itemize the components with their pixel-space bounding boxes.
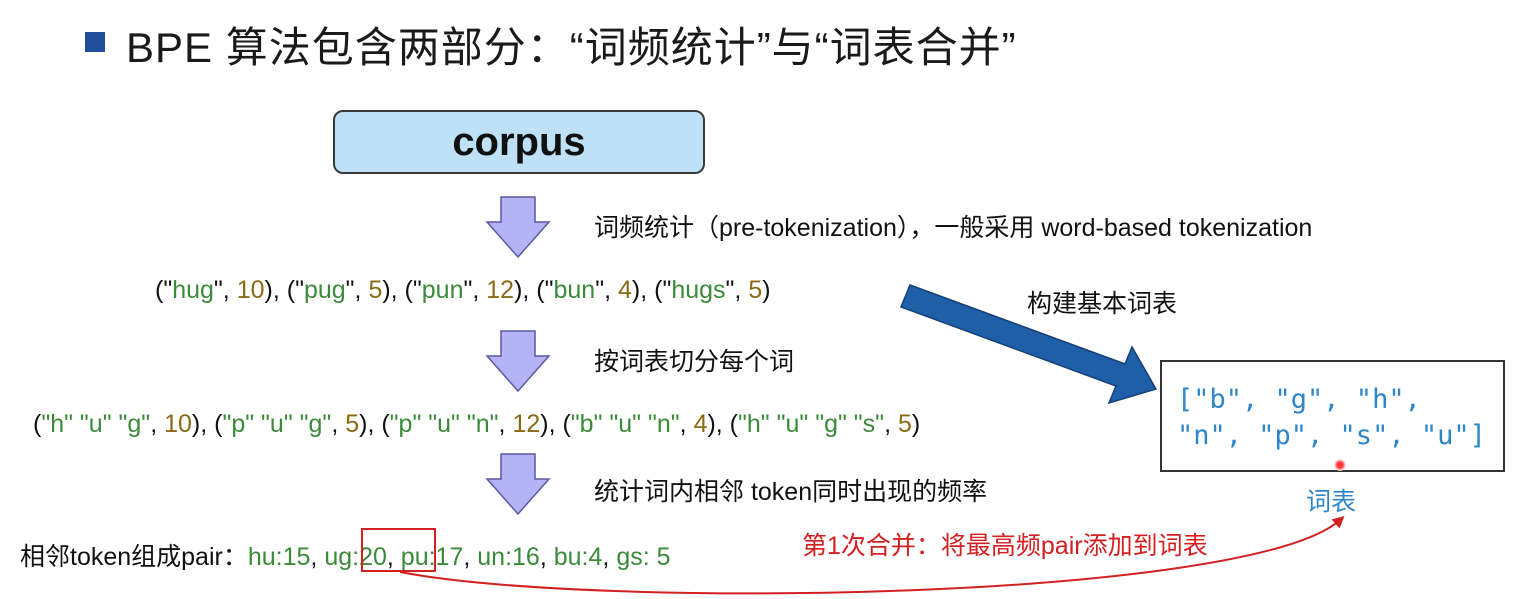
- word-freq-item: "pug", 5: [295, 276, 383, 304]
- pair-item: un:16: [477, 543, 540, 571]
- pointer-dot: [1334, 459, 1346, 471]
- split-count: 12: [512, 410, 541, 438]
- vocab-caption: 词表: [1306, 488, 1357, 516]
- split-tokens: "p" "u" "g": [222, 410, 332, 438]
- pair-item: hu:15: [247, 543, 311, 571]
- down-arrow-2: [485, 330, 551, 393]
- down-arrow-1: [485, 196, 551, 259]
- split-count: 5: [897, 410, 912, 438]
- corpus-label: corpus: [452, 119, 586, 164]
- title-bullet: [85, 32, 105, 52]
- down-arrow-3: [485, 453, 551, 516]
- step-count: 统计词内相邻 token同时出现的频率: [594, 478, 988, 506]
- max-pair-highlight: [361, 528, 436, 572]
- pairs-label: 相邻token组成pair：: [20, 543, 248, 571]
- word-freq-item: "hug", 10: [163, 276, 265, 304]
- vocab-line-1: ["b", "g", "h",: [1177, 384, 1421, 415]
- build-vocab-label: 构建基本词表: [1027, 290, 1178, 318]
- step-split: 按词表切分每个词: [594, 348, 795, 376]
- split-tokens: "h" "u" "g" "s": [738, 410, 885, 438]
- word-freq-item: "bun", 4: [544, 276, 632, 304]
- pair-item: pu:17: [400, 543, 464, 571]
- split-tokens: "p" "u" "n": [389, 410, 499, 438]
- word-freq-item: "pun", 12: [412, 276, 515, 304]
- pair-item: gs: 5: [616, 543, 671, 571]
- pair-item: bu:4: [553, 543, 603, 571]
- merge-curve-arrow: [399, 516, 1345, 595]
- split-words-line: ("h" "u" "g", 10), ("p" "u" "g", 5), ("p…: [33, 410, 921, 438]
- pair-item-highlighted: ug:20: [324, 543, 387, 571]
- slide-title: BPE 算法包含两部分：“词频统计”与“词表合并”: [126, 24, 1017, 71]
- vocab-line-2: "n", "p", "s", "u"]: [1177, 420, 1486, 451]
- merge-note: 第1次合并：将最高频pair添加到词表: [802, 532, 1208, 560]
- word-freq-line: ("hug", 10), ("pug", 5), ("pun", 12), ("…: [155, 276, 771, 304]
- vocab-box: [1160, 360, 1505, 472]
- word-freq-item: "hugs", 5: [662, 276, 763, 304]
- split-count: 10: [164, 410, 192, 438]
- pairs-line: 相邻token组成pair：hu:15, ug:20, pu:17, un:16…: [20, 543, 671, 571]
- split-tokens: "b" "u" "n": [570, 410, 680, 438]
- split-tokens: "h" "u" "g": [41, 410, 151, 438]
- step-pretokenize: 词频统计（pre-tokenization），一般采用 word-based t…: [594, 214, 1313, 242]
- corpus-box: corpus: [333, 110, 705, 174]
- split-count: 4: [693, 410, 708, 438]
- split-count: 5: [345, 410, 360, 438]
- build-vocab-arrow: [900, 284, 1158, 405]
